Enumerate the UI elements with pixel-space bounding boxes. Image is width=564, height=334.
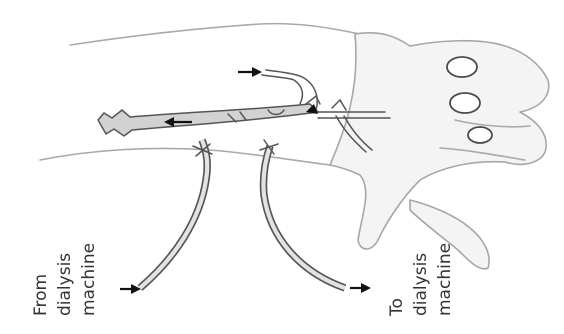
label-from-line1: From bbox=[31, 274, 51, 316]
fingernail-2 bbox=[450, 93, 480, 113]
flow-arrows bbox=[120, 67, 371, 294]
arrow-to-machine bbox=[350, 283, 371, 293]
arrow-into-vein bbox=[238, 67, 262, 77]
label-from-dialysis-machine: From dialysis machine bbox=[31, 243, 99, 316]
label-from-line2: dialysis bbox=[55, 253, 75, 316]
arm-outline bbox=[40, 24, 549, 269]
label-to-dialysis-machine: To dialysis machine bbox=[387, 243, 455, 317]
fingernail-3 bbox=[468, 127, 492, 143]
label-to-line1: To bbox=[387, 298, 407, 317]
label-to-line3: machine bbox=[435, 243, 455, 316]
label-from-line3: machine bbox=[79, 243, 99, 316]
vein bbox=[98, 104, 318, 136]
label-to-line2: dialysis bbox=[411, 253, 431, 316]
arrow-from-machine bbox=[120, 284, 141, 294]
fingernail-1 bbox=[447, 57, 477, 77]
